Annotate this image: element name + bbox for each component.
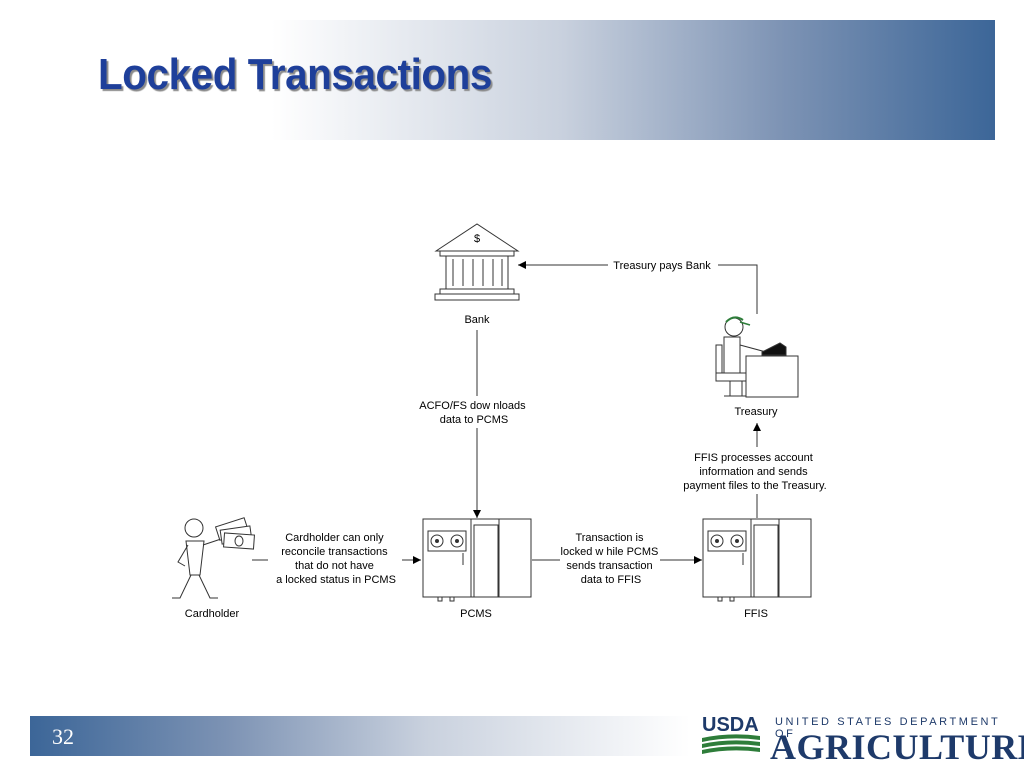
transaction-locked-line-3: sends transaction (566, 560, 652, 572)
cardholder-label: Cardholder (185, 608, 240, 620)
acfo-downloads-label: ACFO/FS dow nloads data to PCMS (419, 400, 528, 426)
cardholder-reconcile-line-3: that do not have (295, 560, 374, 572)
page-number: 32 (52, 724, 74, 749)
ffis-server-icon (702, 518, 812, 602)
transaction-locked-line-4: data to FFIS (581, 574, 642, 586)
pcms-label: PCMS (460, 608, 492, 620)
acfo-downloads-line-1: ACFO/FS dow nloads (419, 400, 526, 412)
agency-name-line-2: AGRICULTURE (770, 727, 1024, 767)
treasury-pays-bank-label: Treasury pays Bank (613, 260, 711, 272)
bank-icon (434, 223, 520, 301)
transaction-locked-line-1: Transaction is (575, 532, 644, 544)
ffis-processes-label: FFIS processes account information and s… (683, 452, 826, 492)
bank-dollar-symbol: $ (474, 233, 480, 245)
treasury-person-icon (715, 316, 799, 398)
cardholder-reconcile-label: Cardholder can only reconcile transactio… (276, 532, 396, 586)
treasury-to-bank-connector (518, 261, 758, 314)
treasury-label: Treasury (735, 406, 778, 418)
cardholder-reconcile-line-1: Cardholder can only (285, 532, 384, 544)
cardholder-reconcile-line-2: reconcile transactions (281, 546, 388, 558)
ffis-processes-line-1: FFIS processes account (694, 452, 813, 464)
cardholder-reconcile-line-4: a locked status in PCMS (276, 574, 396, 586)
transaction-locked-label: Transaction is locked w hile PCMS sends … (561, 532, 662, 586)
cardholder-person-icon (172, 517, 255, 599)
header-gradient-band (30, 20, 995, 140)
slide-title: Locked Transactions (98, 50, 492, 99)
transaction-locked-line-2: locked w hile PCMS (561, 546, 659, 558)
ffis-processes-line-3: payment files to the Treasury. (683, 480, 826, 492)
agency-name-line-1: UNITED STATES DEPARTMENT OF (775, 716, 1001, 740)
footer-gradient-band (30, 716, 690, 756)
acfo-downloads-line-2: data to PCMS (440, 414, 508, 426)
usda-logo-icon: USDA (702, 714, 760, 754)
ffis-processes-line-2: information and sends (699, 466, 808, 478)
ffis-label: FFIS (744, 608, 768, 620)
bank-label: Bank (464, 314, 490, 326)
usda-logo-text: USDA (702, 714, 759, 736)
pcms-server-icon (422, 518, 532, 602)
